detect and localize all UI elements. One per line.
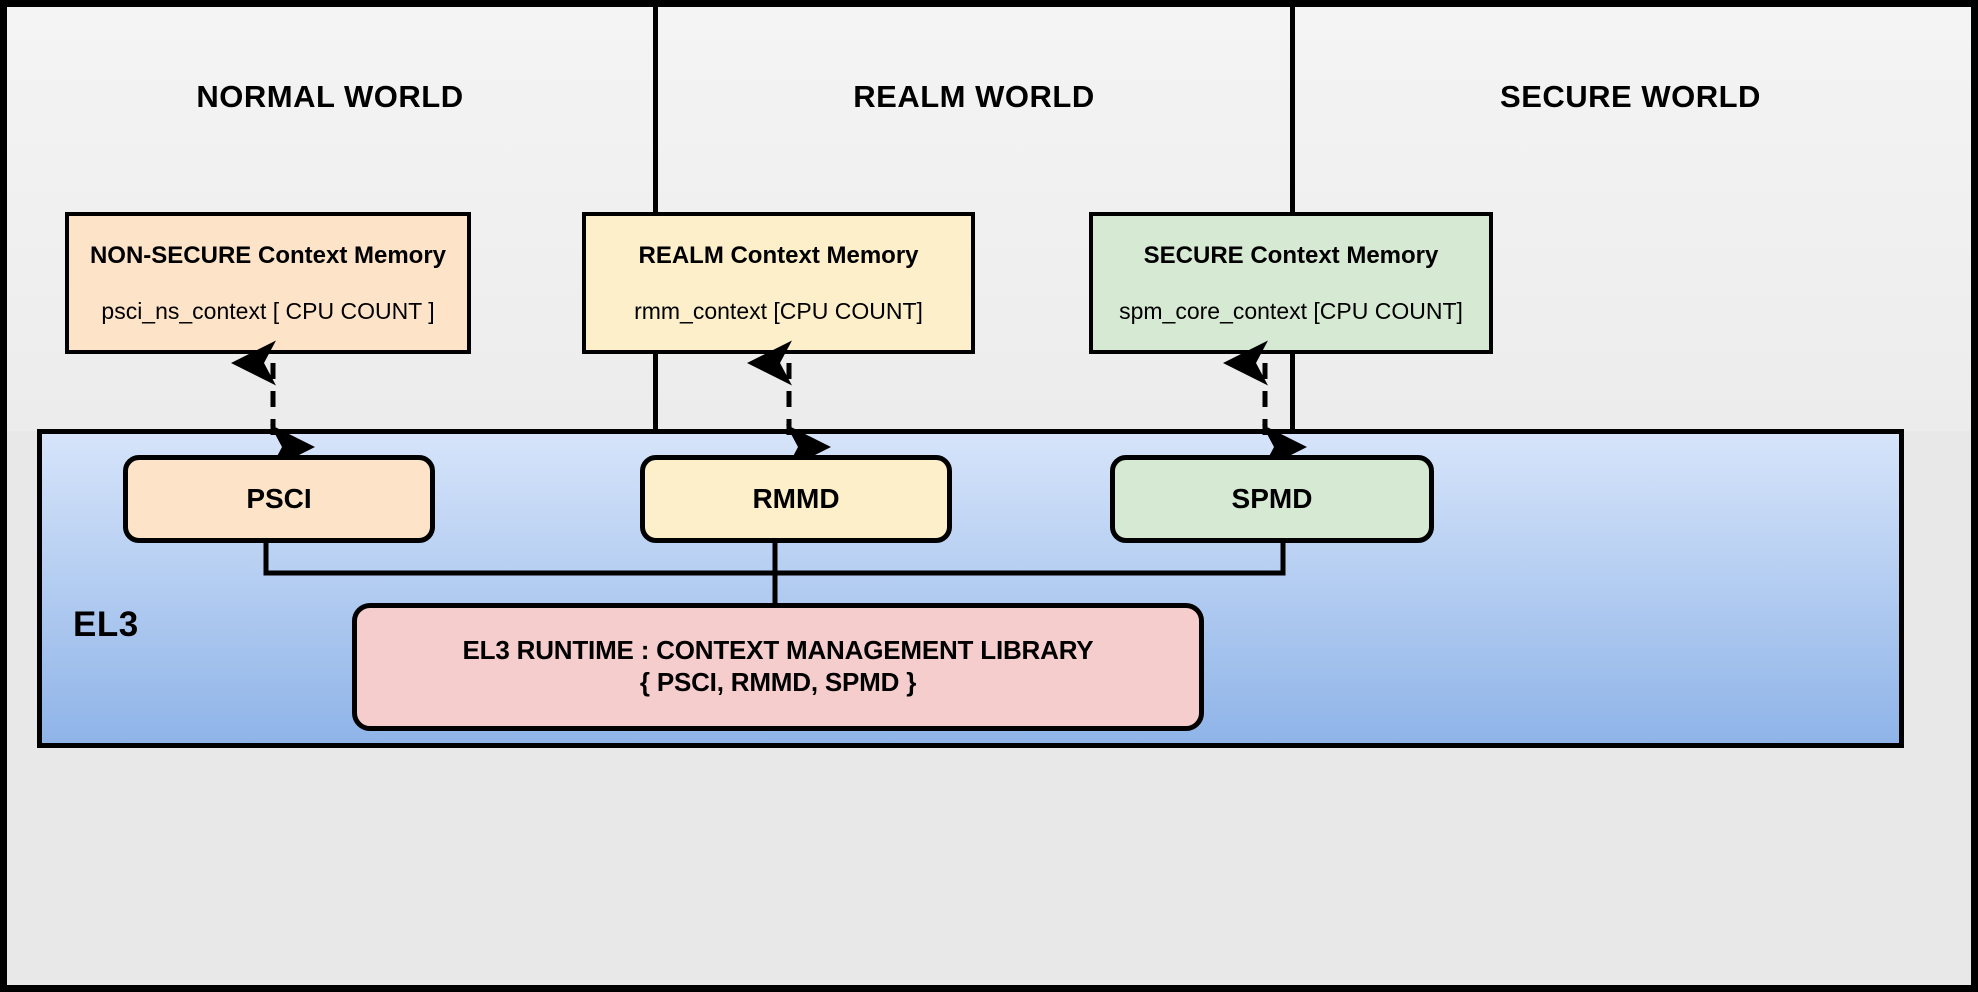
realm-memory-subtitle: rmm_context [CPU COUNT] — [634, 297, 923, 324]
dispatcher-psci[interactable]: PSCI — [123, 455, 435, 543]
world-title-realm: REALM WORLD — [853, 79, 1095, 114]
el3-runtime-context-management-library[interactable]: EL3 RUNTIME : CONTEXT MANAGEMENT LIBRARY… — [352, 603, 1204, 731]
secure-memory-subtitle: spm_core_context [CPU COUNT] — [1119, 297, 1463, 324]
el3-label: EL3 — [73, 605, 139, 644]
dispatcher-spmd[interactable]: SPMD — [1110, 455, 1434, 543]
runtime-line-1: EL3 RUNTIME : CONTEXT MANAGEMENT LIBRARY — [462, 635, 1094, 666]
secure-memory-title: SECURE Context Memory — [1143, 241, 1439, 269]
runtime-line-2: { PSCI, RMMD, SPMD } — [639, 667, 917, 697]
dispatcher-rmmd[interactable]: RMMD — [640, 455, 952, 543]
nonsecure-memory-subtitle: psci_ns_context [ CPU COUNT ] — [101, 297, 435, 324]
world-panel-secure: SECURE WORLD — [1295, 7, 1966, 431]
secure-context-memory-box: SECURE Context Memory spm_core_context [… — [1089, 212, 1493, 354]
nonsecure-context-memory-box: NON-SECURE Context Memory psci_ns_contex… — [65, 212, 471, 354]
nonsecure-memory-title: NON-SECURE Context Memory — [89, 241, 447, 269]
world-title-normal: NORMAL WORLD — [196, 79, 464, 114]
realm-memory-title: REALM Context Memory — [638, 241, 919, 269]
realm-context-memory-box: REALM Context Memory rmm_context [CPU CO… — [582, 212, 975, 354]
world-title-secure: SECURE WORLD — [1500, 79, 1761, 114]
